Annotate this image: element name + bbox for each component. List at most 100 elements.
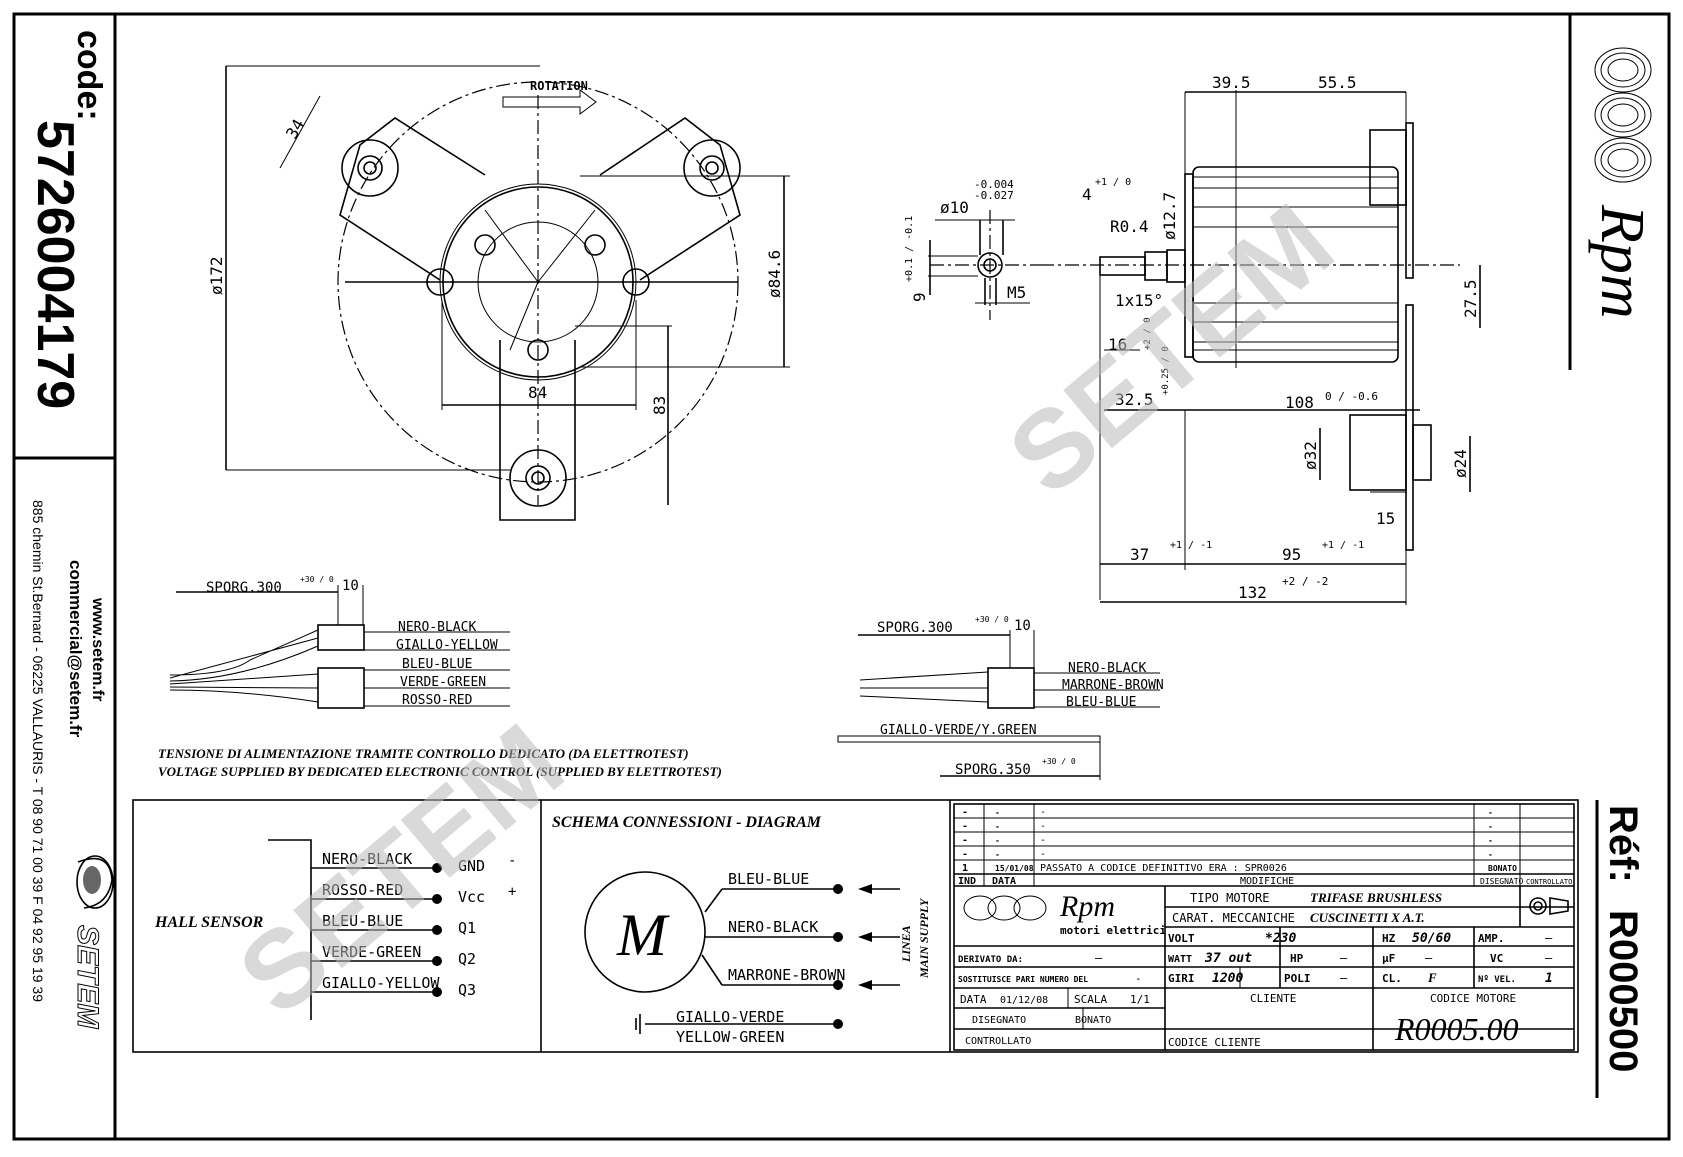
volt-label: VOLT [1168, 932, 1195, 945]
revision-row: ---- [954, 821, 1574, 833]
hall-sensor-title: HALL SENSOR [154, 914, 264, 931]
volt-value: *230 [1265, 931, 1296, 946]
dim-total-len: 132 [1238, 583, 1267, 602]
earth-sporg: SPORG.350 [955, 762, 1031, 778]
code-block: code: 5726004179 [26, 30, 108, 409]
shaft-detail: ø10 -0.004 -0.027 9 +0.1 / -0.1 M5 [904, 178, 1040, 320]
hall-cable: SPORG.300 +30 / 0 10 NERO-BLACK GIALLO-Y… [169, 575, 510, 709]
dim-rear-len: 95 [1282, 545, 1301, 564]
dim-body-dia: ø84.6 [765, 250, 784, 298]
dim-hole-spacing: 84 [528, 383, 547, 402]
terminal-dot [432, 956, 442, 966]
rev-mod: - [1040, 821, 1046, 832]
motor-symbol [584, 871, 706, 993]
dim-shaft-dia-12-7: ø12.7 [1160, 192, 1179, 240]
rev-ind: - [962, 821, 968, 832]
rev-data: 15/01/08 [995, 864, 1034, 873]
data-label: DATA [960, 993, 987, 1006]
hall-sporg: SPORG.300 [206, 580, 282, 596]
note-line-1: TENSIONE DI ALIMENTAZIONE TRAMITE CONTRO… [158, 746, 689, 761]
dim-connector-offset: 27.5 [1461, 279, 1480, 318]
power-pitch: 10 [1014, 618, 1031, 634]
hall-wire-sign: - [508, 853, 516, 869]
dim-rear-tol: +1 / -1 [1322, 540, 1364, 551]
earth-label-2: YELLOW-GREEN [676, 1028, 784, 1046]
rev-data: - [995, 808, 1000, 817]
hall-wire-label: ROSSO-RED [402, 693, 473, 708]
giri-value: 1200 [1212, 971, 1243, 986]
hp-value: — [1340, 951, 1348, 965]
power-cable: SPORG.300 +30 / 0 10 NERO-BLACK MARRONE-… [837, 615, 1164, 780]
disegnato-label: DISEGNATO [972, 1015, 1026, 1026]
dim-hub-dia2: ø24 [1451, 449, 1470, 478]
dim-flat-tol: +0.1 / -0.1 [904, 216, 915, 282]
rev-dis: - [1488, 836, 1493, 845]
terminal-dot [833, 932, 843, 942]
cl-label: CL. [1382, 972, 1402, 985]
codice-cliente-label: CODICE CLIENTE [1168, 1036, 1261, 1049]
terminal-dot [432, 925, 442, 935]
rev-mod: - [1040, 835, 1046, 846]
tipo-label: TIPO MOTORE [1190, 891, 1269, 905]
mount-arm-left [339, 117, 486, 281]
rotation-label: ROTATION [530, 79, 588, 93]
revision-row: ---- [954, 807, 1574, 819]
revision-row: ---- [954, 835, 1574, 847]
rev-ind: - [962, 835, 968, 846]
connector-3pin [317, 667, 365, 709]
carat-label: CARAT. MECCANICHE [1172, 911, 1295, 925]
dim-bottom-offset: 83 [650, 396, 669, 415]
header-modifiche: MODIFICHE [1240, 876, 1294, 887]
motor-label: M [616, 902, 670, 968]
company-info: www.setem.fr commercial@setem.fr 885 che… [30, 500, 114, 1030]
amp-value: — [1545, 931, 1553, 945]
giri-label: GIRI [1168, 972, 1195, 985]
phase-row: NERO-BLACK [705, 918, 900, 942]
nvel-label: Nº VEL. [1478, 975, 1516, 985]
hall-wire-label: NERO-BLACK [398, 620, 476, 635]
schema-title: SCHEMA CONNESSIONI - DIAGRAM [552, 814, 822, 831]
dim-total-tol: +2 / -2 [1282, 575, 1328, 588]
power-wire-label: NERO-BLACK [1068, 661, 1146, 676]
side-view: 39.5 55.5 4 +1 / 0 R0.4 ø12.7 1x15° 16 +… [1040, 73, 1481, 605]
derivato-label: DERIVATO DA: [958, 955, 1023, 965]
poli-label: POLI [1284, 972, 1311, 985]
website: www.setem.fr [89, 597, 106, 701]
hall-wire-color: NERO-BLACK [322, 850, 412, 868]
derivato-value: — [1095, 951, 1103, 965]
projection-symbol-icon [1529, 897, 1569, 915]
dim-body-len-tol: 0 / -0.6 [1325, 390, 1378, 403]
uf-label: µF [1382, 952, 1395, 965]
schema-diagram: SCHEMA CONNESSIONI - DIAGRAM M BLEU-BLUE… [552, 814, 931, 1046]
earth-label-1: GIALLO-VERDE [676, 1008, 784, 1026]
dim-flange-tol: +0.25 / 0 [1161, 346, 1171, 395]
dim-front-len: 37 [1130, 545, 1149, 564]
carat-value: CUSCINETTI X A.T. [1310, 910, 1425, 925]
arrow-left-icon [858, 980, 872, 990]
rev-dis: - [1488, 850, 1493, 859]
hp-label: HP [1290, 952, 1304, 965]
phase-label: MARRONE-BROWN [728, 966, 845, 984]
power-wire-label: MARRONE-BROWN [1062, 678, 1164, 693]
hall-pitch: 10 [342, 578, 359, 594]
codice-motore-label: CODICE MOTORE [1430, 992, 1516, 1005]
block-logo-sub: motori elettrici [1060, 924, 1166, 937]
note-line-2: VOLTAGE SUPPLIED BY DEDICATED ELECTRONIC… [158, 764, 722, 779]
dim-key-tol: +1 / 0 [1095, 177, 1131, 188]
block-logo-text: Rpm [1059, 890, 1115, 923]
supply-label-1: LINEA [899, 925, 913, 963]
hz-value: 50/60 [1412, 931, 1451, 946]
disegnato-value: BONATO [1075, 1015, 1111, 1026]
terminal-dot [432, 987, 442, 997]
earth-wire-label: GIALLO-VERDE/Y.GREEN [880, 723, 1037, 738]
arrow-left-icon [858, 884, 872, 894]
dim-shaft-len: 16 [1108, 335, 1127, 354]
rotation-arrow-icon [502, 89, 597, 115]
rpm-block-logo-icon [963, 895, 1047, 921]
